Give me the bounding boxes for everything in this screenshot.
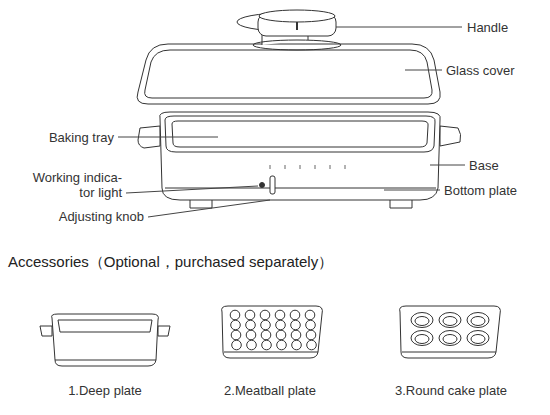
part-label: Glass cover: [446, 63, 515, 78]
hole: [261, 330, 271, 340]
cake-hole: [411, 331, 433, 346]
hole: [277, 340, 287, 350]
cake-hole: [415, 335, 429, 344]
round-cake-plate: [400, 306, 501, 358]
part-label: Base: [469, 158, 499, 173]
cake-hole: [467, 331, 489, 346]
cake-hole: [443, 317, 457, 326]
accessory-caption: 2.Meatball plate: [224, 383, 316, 398]
part-label: Baking tray: [49, 130, 114, 145]
leader-lines: [118, 27, 465, 217]
part-label: Bottom plate: [444, 183, 517, 198]
hole: [306, 320, 316, 330]
cake-hole: [443, 335, 457, 344]
hole: [246, 330, 256, 340]
hole: [306, 330, 316, 340]
accessory-caption: 1.Deep plate: [68, 383, 142, 398]
hole: [276, 330, 286, 340]
meatball-plate: [222, 306, 323, 358]
base: [138, 112, 461, 208]
cake-hole: [415, 317, 429, 326]
hole: [245, 310, 255, 320]
cake-hole: [411, 313, 433, 328]
accessory-caption: 3.Round cake plate: [395, 383, 507, 398]
hole: [230, 310, 240, 320]
hole: [246, 320, 256, 330]
hole: [291, 320, 301, 330]
hole: [305, 310, 315, 320]
part-label: Adjusting knob: [59, 209, 144, 224]
lid-handle: [237, 10, 341, 50]
hole: [260, 310, 270, 320]
hole: [261, 320, 271, 330]
cake-hole: [439, 313, 461, 328]
hole: [307, 340, 317, 350]
section-heading: Accessories（Optional，purchased separatel…: [8, 254, 333, 269]
hole: [292, 340, 302, 350]
hole: [232, 340, 242, 350]
cake-hole: [439, 331, 461, 346]
hole: [231, 320, 241, 330]
hole: [247, 340, 257, 350]
part-label: Working indica- tor light: [30, 170, 122, 200]
hole: [290, 310, 300, 320]
cake-hole: [467, 313, 489, 328]
cake-hole: [471, 335, 485, 344]
hole: [231, 330, 241, 340]
hole: [276, 320, 286, 330]
deep-plate: [40, 314, 170, 366]
part-label: Handle: [467, 20, 508, 35]
hole: [291, 330, 301, 340]
cake-hole: [471, 317, 485, 326]
glass-cover: [137, 44, 440, 104]
hole: [275, 310, 285, 320]
hole: [262, 340, 272, 350]
